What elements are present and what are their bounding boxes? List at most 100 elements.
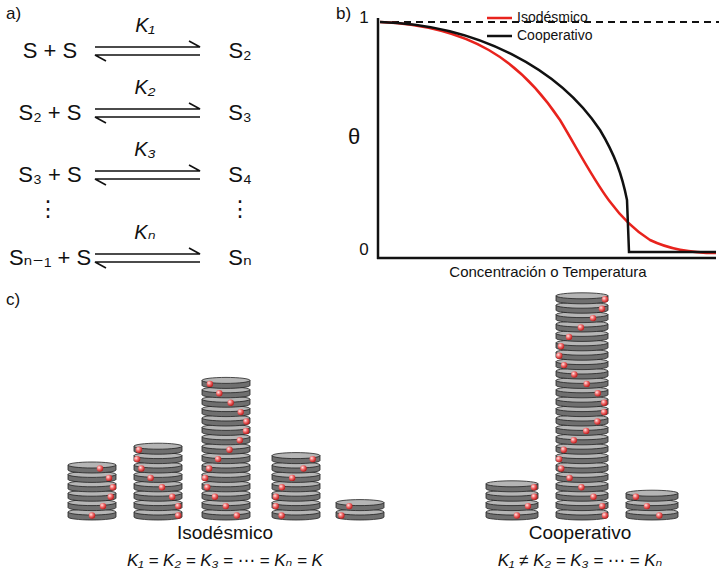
red-marker — [175, 512, 181, 518]
red-marker — [279, 484, 285, 490]
red-marker — [556, 456, 562, 462]
red-marker — [310, 456, 316, 462]
red-marker — [525, 503, 531, 509]
red-marker — [599, 503, 605, 509]
ellipsis: ⋮ — [37, 196, 59, 221]
red-marker — [223, 503, 229, 509]
red-marker — [226, 447, 232, 453]
red-marker — [237, 437, 243, 443]
equation: K₁ ≠ K₂ = K₃ = ⋯ = Kₙ — [498, 551, 663, 571]
red-marker — [175, 503, 181, 509]
cooperative-curve — [380, 22, 716, 252]
panel-letter: a) — [6, 4, 21, 24]
ellipsis: ⋮ — [229, 196, 251, 221]
species: Sₙ — [228, 245, 251, 270]
red-marker — [234, 512, 240, 518]
legend-text: Isodésmico — [517, 9, 588, 25]
legend-line-black — [487, 35, 512, 38]
species: S₃ — [228, 100, 252, 125]
red-marker — [97, 465, 103, 471]
red-marker — [228, 400, 234, 406]
red-marker — [561, 362, 567, 368]
red-marker — [338, 512, 344, 518]
red-marker — [531, 484, 537, 490]
red-marker — [108, 494, 114, 500]
red-marker — [594, 418, 600, 424]
axis-label: Concentración o Temperatura — [449, 263, 646, 280]
red-marker — [514, 512, 520, 518]
red-marker — [273, 494, 279, 500]
rate-constant: K₁ — [135, 14, 155, 37]
red-marker — [601, 400, 607, 406]
red-marker — [289, 475, 295, 481]
disk-top — [556, 293, 608, 299]
red-marker — [206, 465, 212, 471]
isodesmic-curve — [380, 22, 716, 253]
red-marker — [243, 418, 249, 424]
red-marker — [633, 494, 639, 500]
species: S₄ — [228, 162, 252, 187]
red-marker — [558, 465, 564, 471]
reverse-arrow — [95, 117, 200, 123]
rate-constant: K₂ — [135, 76, 156, 99]
reverse-arrow — [95, 55, 200, 61]
red-marker — [578, 484, 584, 490]
forward-arrow — [95, 41, 200, 47]
red-marker — [273, 503, 279, 509]
red-marker — [134, 456, 140, 462]
species: S + S — [23, 38, 77, 63]
legend-line-red — [487, 17, 512, 20]
red-marker — [243, 428, 249, 434]
disk-top — [336, 500, 384, 506]
red-marker — [138, 465, 144, 471]
red-marker — [89, 512, 95, 518]
red-marker — [202, 475, 208, 481]
legend-text: Cooperativo — [517, 27, 593, 43]
species: S₃ + S — [18, 162, 81, 187]
disk-top — [68, 462, 116, 468]
reverse-arrow — [95, 179, 200, 185]
axis-tick: 0 — [359, 240, 368, 260]
red-marker — [599, 306, 605, 312]
red-marker — [590, 315, 596, 321]
red-marker — [571, 437, 577, 443]
red-marker — [147, 475, 153, 481]
equation: K₁ = K₂ = K₃ = ⋯ = Kₙ = K — [127, 551, 323, 571]
rate-constant: K₃ — [134, 138, 155, 161]
disk-top — [486, 481, 538, 487]
model-name: Cooperativo — [529, 522, 631, 544]
red-marker — [558, 343, 564, 349]
red-marker — [571, 371, 577, 377]
red-marker — [215, 456, 221, 462]
panel-letter: c) — [6, 290, 20, 310]
red-marker — [566, 334, 572, 340]
red-marker — [300, 465, 306, 471]
red-marker — [595, 390, 601, 396]
red-marker — [346, 503, 352, 509]
red-marker — [159, 484, 165, 490]
plot-axes — [377, 18, 716, 259]
red-marker — [204, 484, 210, 490]
red-marker — [561, 447, 567, 453]
red-marker — [602, 296, 608, 302]
red-marker — [278, 512, 284, 518]
red-marker — [238, 409, 244, 415]
panel-letter: b) — [336, 4, 351, 24]
reverse-arrow — [95, 262, 200, 268]
species: S₂ — [228, 38, 251, 63]
red-marker — [590, 494, 596, 500]
red-marker — [110, 484, 116, 490]
red-marker — [583, 428, 589, 434]
species: Sₙ₋₁ + S — [9, 245, 91, 270]
disk-stacks — [68, 293, 678, 520]
red-marker — [106, 475, 112, 481]
forward-arrow — [95, 165, 200, 171]
red-marker — [100, 503, 106, 509]
red-marker — [602, 512, 608, 518]
red-marker — [656, 512, 662, 518]
forward-arrow — [95, 248, 200, 254]
rate-constant: Kₙ — [134, 221, 155, 244]
red-marker — [531, 494, 537, 500]
